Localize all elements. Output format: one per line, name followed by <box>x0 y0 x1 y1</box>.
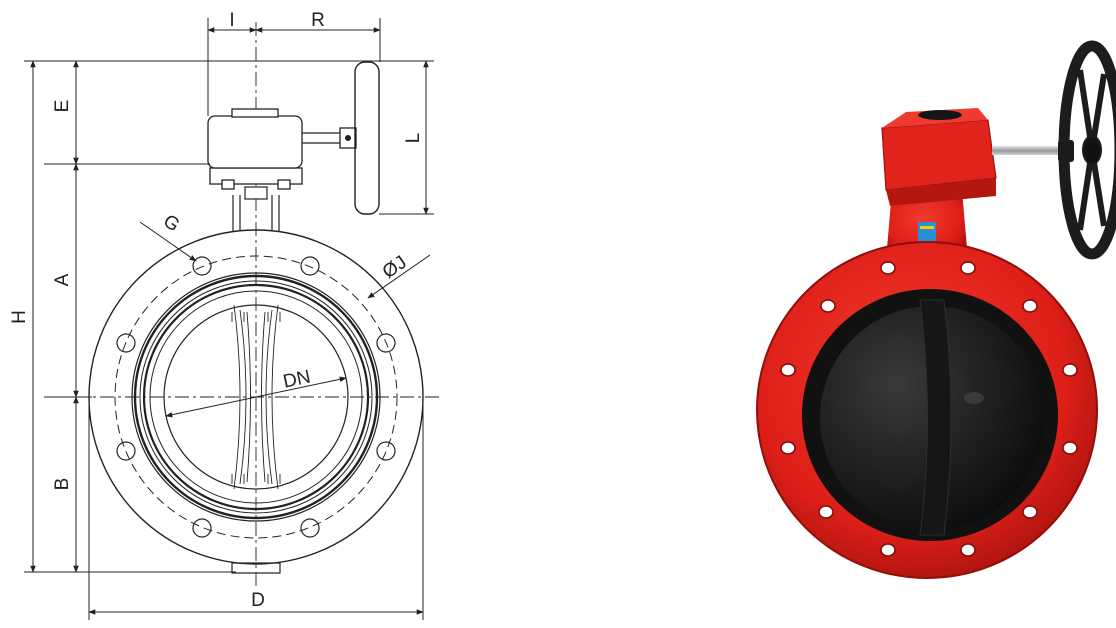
photo-handwheel <box>1058 40 1116 260</box>
photo-gearbox <box>881 108 997 206</box>
dimension-lines <box>24 18 434 620</box>
seat-ring-3 <box>139 280 373 514</box>
seat-ring-4 <box>142 283 370 511</box>
handwheel-edge <box>354 61 380 215</box>
product-illustration <box>740 0 1116 628</box>
photo-bolt-holes <box>780 261 1078 557</box>
label-j: ØJ <box>379 252 411 283</box>
label-b: B <box>52 478 73 491</box>
technical-drawing: I R E L A H B D DN G ØJ <box>9 10 440 620</box>
label-r: R <box>311 10 325 31</box>
bolt-holes <box>116 256 396 538</box>
seat-ring-2 <box>133 274 379 520</box>
disc-hub <box>919 299 952 536</box>
seat-ring-1 <box>131 272 381 522</box>
label-h: H <box>9 310 30 324</box>
bolt-circle <box>114 255 398 539</box>
label-i: I <box>229 10 234 31</box>
label-sticker <box>918 222 936 244</box>
label-g: G <box>159 211 183 237</box>
gearbox <box>207 108 357 190</box>
drawing-svg: I R E L A H B D DN G ØJ <box>9 10 440 620</box>
label-e: E <box>52 100 73 113</box>
bore-circle <box>163 304 349 490</box>
photo-stem <box>992 146 1074 155</box>
label-l: L <box>403 133 424 144</box>
bottom-stub <box>231 562 281 574</box>
label-a: A <box>52 273 73 286</box>
seat-ring-5 <box>149 290 363 504</box>
label-d: D <box>251 590 265 611</box>
valve-illustration-svg <box>756 40 1116 579</box>
label-dn: DN <box>281 366 312 392</box>
valve-neck <box>232 186 280 232</box>
